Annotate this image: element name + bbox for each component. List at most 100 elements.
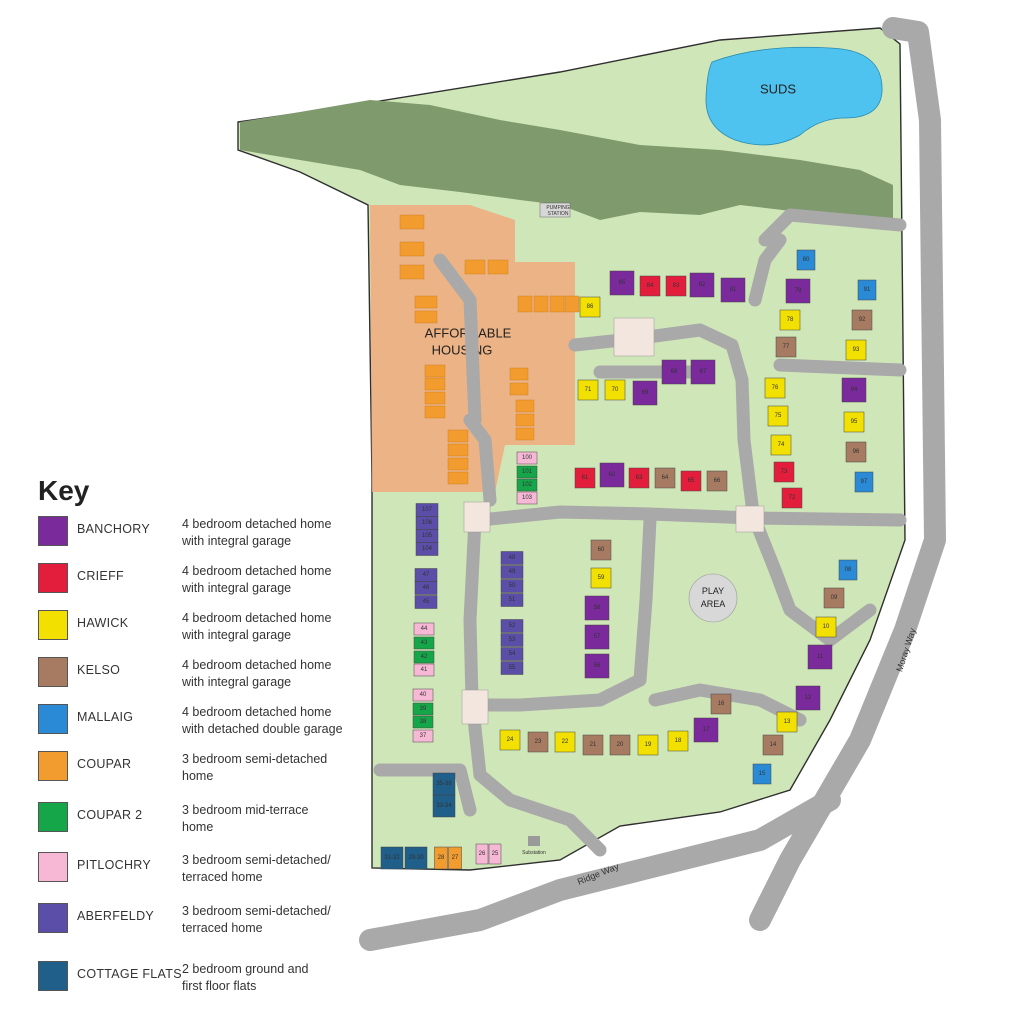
plot-shape [838,559,858,581]
plot-26: 26 [475,843,489,865]
plot-label: 85 [619,280,626,286]
plot-15: 15 [752,763,772,785]
plot-shape [579,296,601,318]
plot-77: 77 [775,336,797,358]
plot-43: 43 [413,636,435,650]
plot-91: 91 [857,279,877,301]
plot-25: 25 [488,843,502,865]
plot-shape [499,729,521,751]
key-swatch [38,852,68,882]
plot-shape [584,653,610,679]
play-area [688,573,738,623]
plot-label: 31-32 [384,855,400,861]
plot-shape [845,339,867,361]
key-house-type: COUPAR [77,757,132,771]
plot-shape [488,843,502,865]
plot-label: 66 [714,478,721,484]
plot-label: 39 [420,706,427,712]
pumping-station-label-1: PUMPING [546,205,569,211]
plot-shape [404,846,428,870]
plot-label: 59 [598,575,605,581]
plot-shape [752,763,772,785]
plot-76: 76 [764,377,786,399]
plot-label: 68 [671,369,678,375]
plot-label: 100 [522,455,533,461]
plot-64: 64 [654,467,676,489]
plot-18: 18 [667,730,689,752]
key-description: 2 bedroom ground and first floor flats [182,962,309,993]
key-swatch [38,704,68,734]
affordable-housing-plots [399,214,580,485]
plot-shape [680,470,702,492]
plot-shape [414,581,438,595]
plot-shape [577,379,599,401]
plot-shape [785,278,811,304]
key-swatch [38,903,68,933]
plot-label: 37 [420,733,427,739]
plot-label: 53 [509,637,516,643]
plot-shape [851,309,873,331]
key-house-type: BANCHORY [77,522,151,536]
plot-label: 84 [647,283,654,289]
plot-shape [554,731,576,753]
plot-shape [795,685,821,711]
plot-56: 56 [584,653,610,679]
plot-81: 81 [720,277,746,303]
plot-shape [516,465,538,479]
plot-label: 09 [831,595,838,601]
plot-11: 11 [807,644,833,670]
plot-69: 69 [632,380,658,406]
plot-39: 39 [412,702,434,716]
plot-shape [574,467,596,489]
plot-label: 65 [688,478,695,484]
plot-84: 84 [639,275,661,297]
plot-label: 51 [509,597,516,603]
affordable-housing-label-2: HOUSING [432,343,493,358]
plot-label: 63 [636,475,643,481]
plot-label: 38 [420,719,427,725]
key-house-type: HAWICK [77,616,129,630]
road-square-south [461,689,489,725]
plot-label: 103 [522,495,533,501]
plot-label: 67 [700,369,707,375]
plot-shape [841,377,867,403]
plot-label: 41 [421,667,428,673]
plot-label: 73 [781,469,788,475]
plot-label: 105 [422,533,433,539]
plot-103: 103 [516,491,538,505]
plot-label: 29-30 [408,855,424,861]
plot-22: 22 [554,731,576,753]
plot-label: 27 [452,855,459,861]
plot-35-36: 35-36 [432,772,456,796]
plot-shape [823,587,845,609]
plot-105: 105 [415,529,439,543]
plot-shape [500,661,524,675]
plot-92: 92 [851,309,873,331]
plot-label: 106 [422,520,433,526]
suds-pond [705,46,883,146]
plot-label: 57 [594,634,601,640]
plot-66: 66 [706,470,728,492]
plot-label: 24 [507,737,514,743]
plot-68: 68 [661,359,687,385]
plot-37: 37 [412,729,434,743]
plot-label: 80 [803,257,810,263]
key-description: 3 bedroom semi-detached/ terraced home [182,853,331,884]
plot-shape [689,272,715,298]
plot-23: 23 [527,731,549,753]
plot-100: 100 [516,451,538,465]
key-swatch [38,802,68,832]
plot-94: 94 [841,377,867,403]
plot-47: 47 [414,568,438,582]
plot-62: 62 [599,462,625,488]
plot-shape [773,461,795,483]
plot-83: 83 [665,275,687,297]
plot-51: 51 [500,593,524,607]
plot-label: 78 [787,317,794,323]
plot-16: 16 [710,693,732,715]
plot-95: 95 [843,411,865,433]
plot-49: 49 [500,565,524,579]
plot-label: 45 [423,599,430,605]
plot-label: 77 [783,344,790,350]
plot-shape [693,717,719,743]
